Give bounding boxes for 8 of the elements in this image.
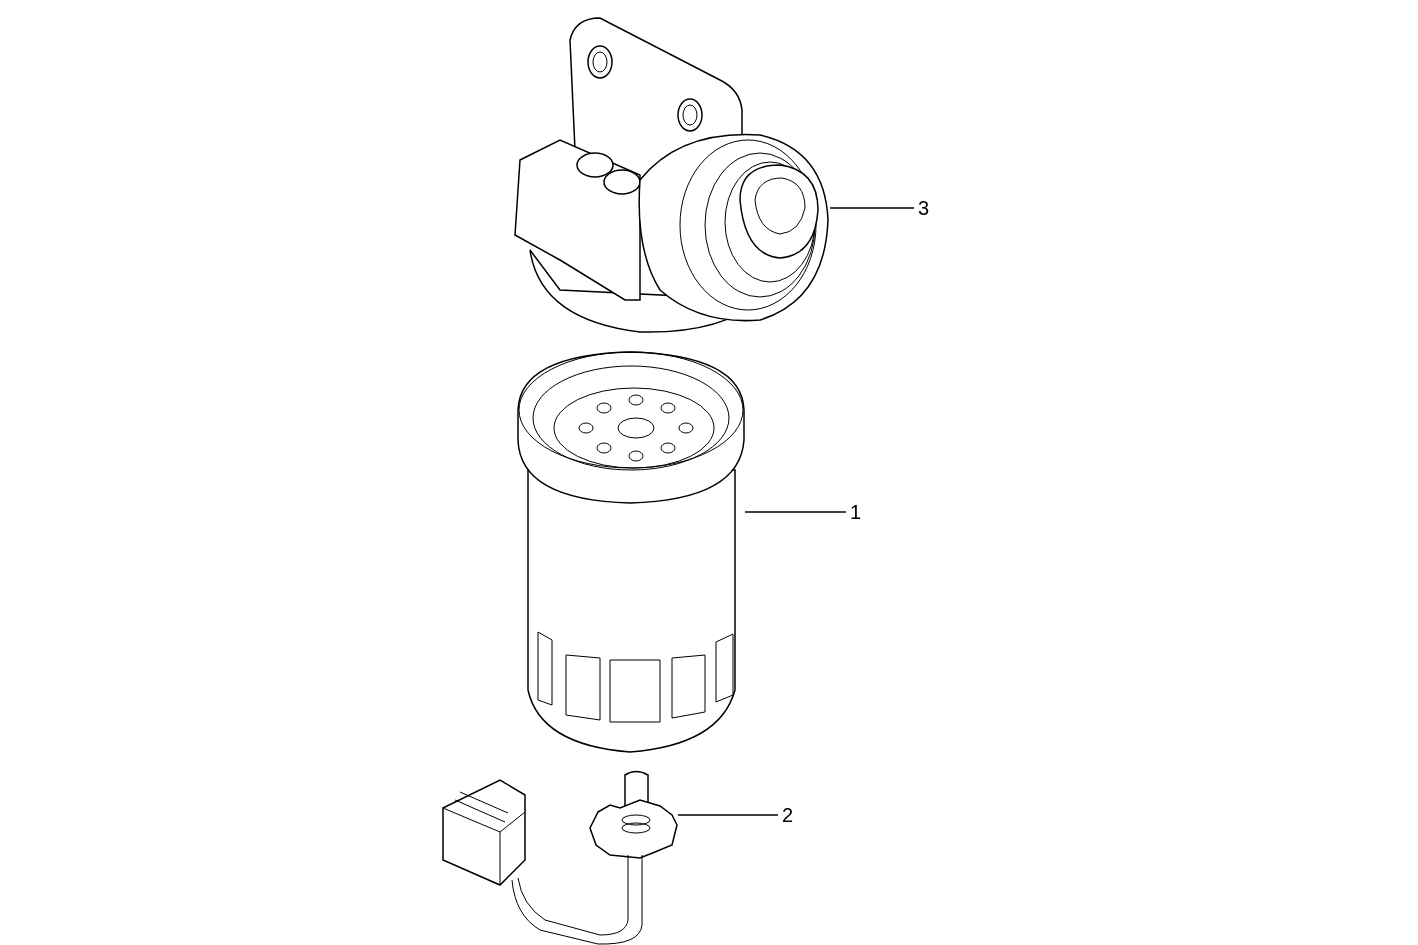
oil-filter-drawing <box>516 350 745 753</box>
callout-number: 2 <box>782 804 794 826</box>
leader-line <box>677 814 779 816</box>
callout-number: 1 <box>850 501 862 523</box>
callout-number: 3 <box>918 197 932 219</box>
leader-line <box>829 207 915 209</box>
leader-line <box>744 511 847 513</box>
filter-head-drawing <box>512 16 830 336</box>
